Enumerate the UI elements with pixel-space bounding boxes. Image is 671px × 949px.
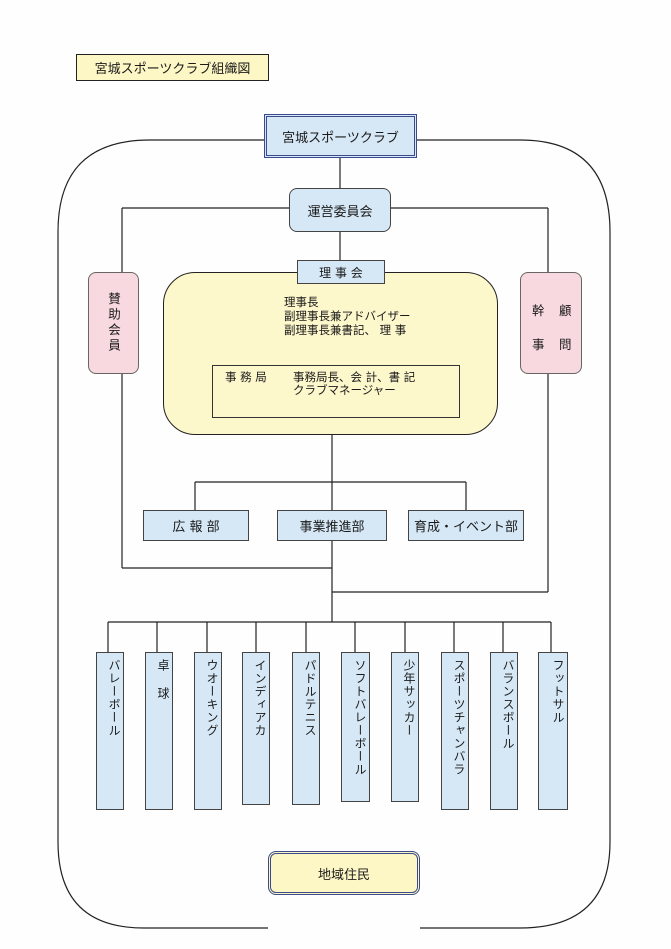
department-events: 育成・イベント部 [408, 510, 524, 541]
board-member: 副理事長兼アドバイザー [284, 309, 411, 323]
club-balance-ball: バランスボール [490, 652, 518, 810]
supporters-label: 賛助会員 [106, 292, 121, 354]
sports-club-box: 宮城スポーツクラブ [264, 114, 417, 158]
club-sports-chanbara: スポーツチャンバラ [441, 652, 469, 810]
office-box: 事 務 局 事務局長、会 計、書 記 クラブマネージャー [212, 365, 460, 418]
club-volleyball: バレーボール [96, 652, 124, 810]
department-pr: 広 報 部 [143, 510, 249, 541]
board-container: 理事長 副理事長兼アドバイザー 副理事長兼書記、 理 事 事 務 局 事務局長、… [163, 272, 498, 435]
supporters-box: 賛助会員 [88, 272, 139, 374]
board-label: 理 事 会 [297, 260, 385, 284]
club-walking: ウオーキング [194, 652, 222, 810]
club-boundary-frame [57, 139, 611, 929]
local-residents-box: 地域住民 [268, 851, 420, 895]
advisor-char: 問 [559, 337, 572, 352]
board-member: 理事長 [284, 295, 319, 309]
office-line1: 事務局長、会 計、書 記 [293, 370, 416, 384]
club-soft-volleyball: ソフトバレーボール [341, 652, 370, 802]
steering-committee-box: 運営委員会 [289, 188, 391, 232]
club-paddle-tennis: パドルテニス [292, 652, 320, 805]
board-members: 理事長 副理事長兼アドバイザー 副理事長兼書記、 理 事 [284, 295, 411, 337]
advisor-char: 顧 [559, 303, 572, 318]
page-title: 宮城スポーツクラブ組織図 [76, 54, 269, 81]
advisors-box: 幹 顧 事 問 [520, 272, 582, 374]
club-table-tennis: 卓 球 [145, 652, 173, 810]
club-youth-soccer: 少年サッカー [391, 652, 419, 802]
office-label: 事 務 局 [225, 370, 267, 384]
office-line2: クラブマネージャー [293, 383, 396, 397]
advisor-char: 事 [532, 337, 545, 352]
advisor-char: 幹 [532, 303, 545, 318]
department-business: 事業推進部 [277, 510, 387, 541]
board-member: 副理事長兼書記、 理 事 [284, 323, 407, 337]
club-futsal: フットサル [538, 652, 568, 810]
club-indiaca: インディアカ [242, 652, 270, 805]
